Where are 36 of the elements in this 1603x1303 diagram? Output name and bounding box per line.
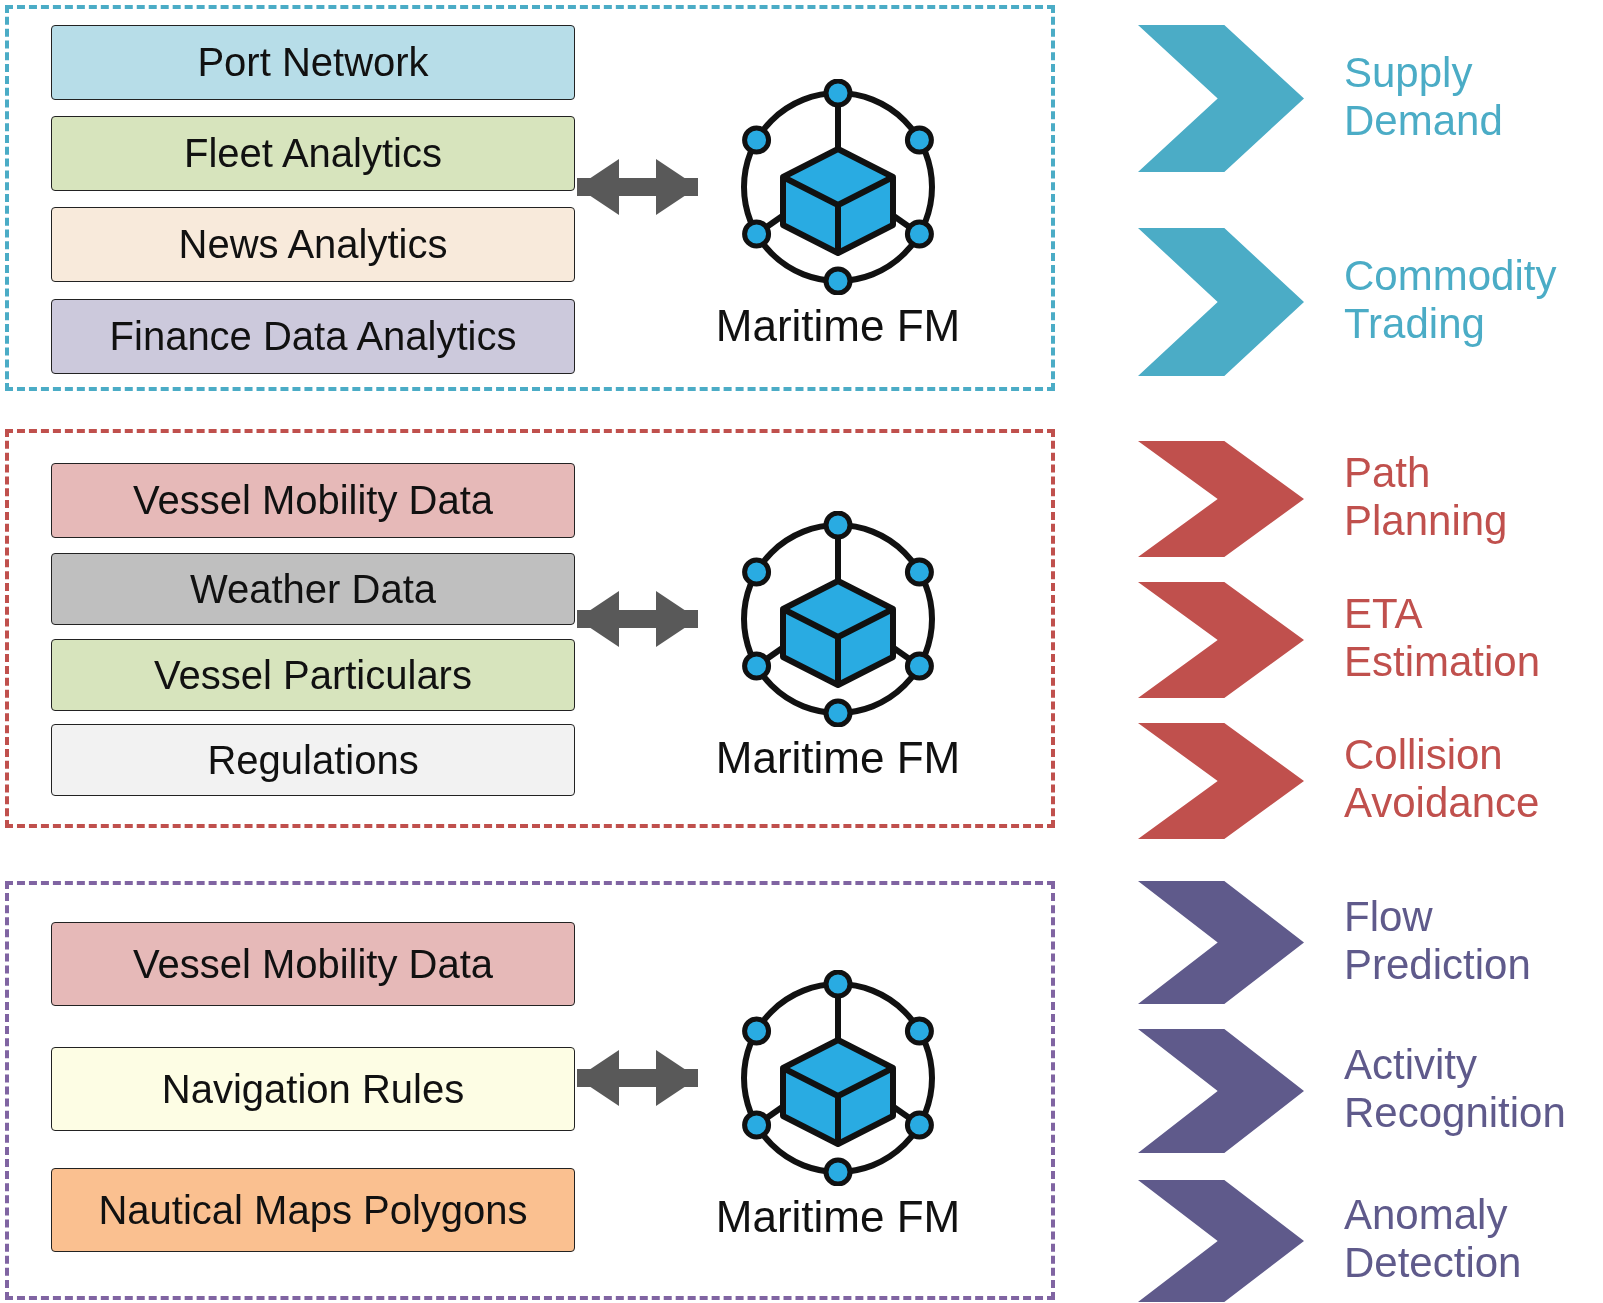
data-source-box: Nautical Maps Polygons (51, 1168, 575, 1252)
data-source-box: Port Network (51, 25, 575, 100)
data-source-box: Fleet Analytics (51, 116, 575, 191)
outcome-label: Path Planning (1344, 449, 1509, 546)
model-label: Maritime FM (715, 301, 961, 351)
double-arrow (577, 591, 698, 647)
chevron-marker (1138, 723, 1304, 839)
data-source-box: Regulations (51, 724, 575, 796)
double-arrow (577, 1050, 698, 1106)
outcome-label: Collision Avoidance (1344, 731, 1541, 828)
outcome-label: ETA Estimation (1344, 590, 1542, 687)
double-arrow (577, 159, 698, 215)
model-label: Maritime FM (715, 1192, 961, 1242)
data-source-box: Finance Data Analytics (51, 299, 575, 374)
dashed-group-frame (5, 5, 1055, 391)
data-source-box: Vessel Particulars (51, 639, 575, 711)
chevron-marker (1138, 1180, 1304, 1302)
data-source-box: Vessel Mobility Data (51, 922, 575, 1006)
data-source-box: Navigation Rules (51, 1047, 575, 1131)
outcome-label: Supply Demand (1344, 48, 1504, 146)
chevron-marker (1138, 25, 1304, 172)
chevron-marker (1138, 582, 1304, 698)
outcome-label: Flow Prediction (1344, 892, 1532, 990)
data-source-box: News Analytics (51, 207, 575, 282)
chevron-marker (1138, 881, 1304, 1004)
chevron-marker (1138, 441, 1304, 557)
data-source-box: Weather Data (51, 553, 575, 625)
outcome-label: Anomaly Detection (1344, 1191, 1523, 1288)
outcome-label: Activity Recognition (1344, 1041, 1567, 1138)
dashed-group-frame (5, 881, 1055, 1300)
chevron-marker (1138, 228, 1304, 376)
dashed-group-frame (5, 429, 1055, 828)
chevron-marker (1138, 1029, 1304, 1153)
data-source-box: Vessel Mobility Data (51, 463, 575, 538)
outcome-label: Commodity Trading (1344, 252, 1558, 349)
model-label: Maritime FM (715, 733, 961, 783)
